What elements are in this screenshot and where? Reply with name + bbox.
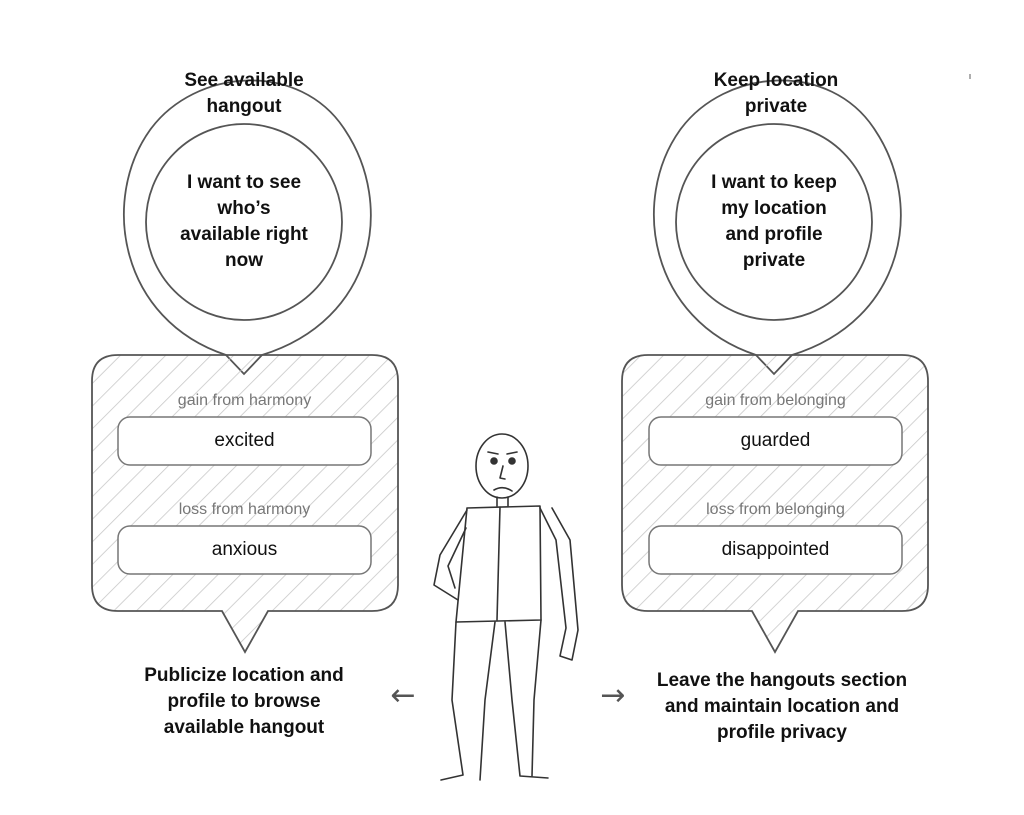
left-goal-line: hangout [206,96,282,117]
left-gain-pill [117,416,372,466]
right-need-line: my location [721,198,827,219]
left-need-text: I want to see who’s available right now [154,170,334,274]
person-head [475,433,529,499]
right-action-line: and maintain location and [664,696,900,717]
right-gain-label: gain from belonging [705,392,846,409]
left-loss-label: loss from harmony [178,501,311,518]
right-gain-pill [648,416,903,466]
left-need-circle [145,123,343,321]
right-action-text: Leave the hangouts section and maintain … [636,668,928,746]
right-goal-line: Keep location [713,70,839,91]
right-loss-value: disappointed [721,539,830,560]
person-sketch [433,433,579,781]
left-gain-label: gain from harmony [177,392,312,409]
right-goal-line: private [744,96,808,117]
right-goal-text: Keep location private [676,68,876,120]
right-need-text: I want to keep my location and profile p… [684,170,864,274]
right-arrow-icon: → [600,678,626,713]
left-goal-line: See available [184,70,304,91]
left-arrow-icon: ← [390,678,416,713]
right-action-line: profile privacy [717,722,847,743]
left-emotion-box [91,354,399,654]
left-action-line: Publicize location and [144,665,344,686]
left-need-line: I want to see [186,172,302,193]
right-action-line: Leave the hangouts section [656,670,908,691]
right-emotion-box [621,354,929,654]
left-need-line: who’s [217,198,271,219]
right-loss-pill [648,525,903,575]
left-action-text: Publicize location and profile to browse… [118,663,370,741]
left-action-line: profile to browse [167,691,321,712]
right-loss-label: loss from belonging [706,501,845,518]
left-need-line: available right [180,224,308,245]
left-loss-pill [117,525,372,575]
right-need-line: private [742,250,806,271]
right-need-circle [675,123,873,321]
right-need-line: and profile [725,224,823,245]
left-action-line: available hangout [163,717,325,738]
left-need-line: now [225,250,263,271]
right-need-line: I want to keep [711,172,837,193]
left-goal-text: See available hangout [144,68,344,120]
left-loss-value: anxious [211,539,278,560]
right-gain-value: guarded [740,430,811,451]
left-gain-value: excited [214,430,275,451]
